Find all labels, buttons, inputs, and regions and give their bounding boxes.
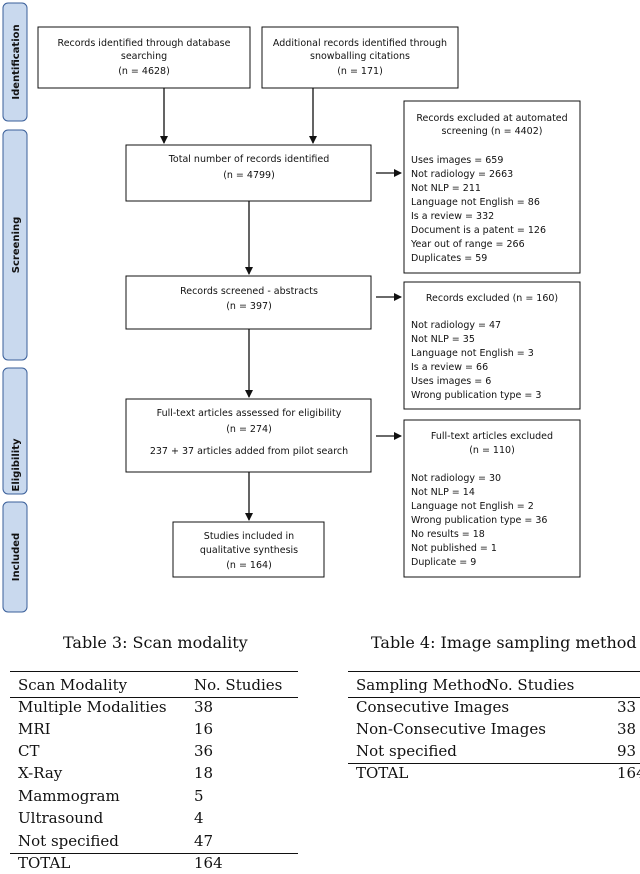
db-search-box — [37, 26, 251, 89]
fulltext-line-1: Full-text articles assessed for eligibil… — [157, 408, 342, 419]
auto-excluded-item: Duplicates = 59 — [411, 253, 487, 264]
table4-total-value: 164 — [617, 764, 640, 782]
table4-row-label: Consecutive Images — [356, 698, 510, 716]
auto-excluded-item: Is a review = 332 — [411, 211, 494, 222]
total-line-1: Total number of records identified — [168, 154, 330, 165]
abstracts-count: (n = 397) — [226, 301, 272, 312]
stage-bar-identification: Identification — [2, 2, 28, 122]
fulltext-excluded-item: Duplicate = 9 — [411, 557, 476, 568]
table3-row-label: Mammogram — [18, 787, 120, 805]
table3-row-label: Multiple Modalities — [18, 698, 167, 716]
table3-row-label: X-Ray — [18, 764, 63, 782]
records-excluded-item: Not NLP = 35 — [411, 334, 475, 345]
table4-row-value: 93 — [617, 742, 637, 760]
stage-label-eligibility: Eligibility — [11, 438, 22, 491]
table4-caption: Table 4: Image sampling method — [371, 633, 637, 652]
table3-row-value: 47 — [194, 832, 214, 850]
table4-row-label: Non-Consecutive Images — [356, 720, 546, 738]
records-excluded-title: Records excluded (n = 160) — [426, 293, 558, 304]
db-search-line-2: searching — [121, 51, 167, 62]
table-rule — [348, 763, 640, 764]
stage-bar-included: Included — [2, 501, 28, 613]
fulltext-excluded-item: No results = 18 — [411, 529, 485, 540]
fulltext-excluded-item: Wrong publication type = 36 — [411, 515, 547, 526]
abstracts-line-1: Records screened - abstracts — [180, 286, 318, 297]
records-excluded-item: Uses images = 6 — [411, 376, 491, 387]
included-line-1: Studies included in — [204, 531, 294, 542]
auto-excluded-title-2: screening (n = 4402) — [442, 126, 543, 137]
db-search-line-1: Records identified through database — [58, 38, 231, 49]
fulltext-box — [125, 398, 372, 473]
table4-row-label: Not specified — [356, 742, 457, 760]
records-excluded-item: Language not English = 3 — [411, 348, 534, 359]
fulltext-excluded-title-2: (n = 110) — [469, 445, 515, 456]
table4-header-count: No. Studies — [486, 676, 575, 694]
table3-row-value: 18 — [194, 764, 214, 782]
snowball-box — [261, 26, 459, 89]
table4-row-value: 38 — [617, 720, 637, 738]
table3-total-value: 164 — [194, 854, 223, 872]
table3-row-value: 16 — [194, 720, 214, 738]
auto-excluded-item: Not radiology = 2663 — [411, 169, 513, 180]
fulltext-excluded-item: Not NLP = 14 — [411, 487, 475, 498]
table3-row-value: 5 — [194, 787, 204, 805]
table3-row-label: CT — [18, 742, 40, 760]
table3-header-modality: Scan Modality — [18, 676, 128, 694]
auto-excluded-item: Document is a patent = 126 — [411, 225, 546, 236]
total-count: (n = 4799) — [223, 170, 275, 181]
stage-label-included: Included — [11, 533, 22, 581]
snowball-line-2: snowballing citations — [310, 51, 410, 62]
table-rule — [10, 671, 298, 672]
records-excluded-box — [403, 281, 581, 410]
stage-bar-screening: Screening — [2, 129, 28, 361]
table3-caption: Table 3: Scan modality — [63, 633, 248, 652]
table-rule — [348, 671, 640, 672]
table4-sampling-method: Sampling Method No. Studies Consecutive … — [348, 665, 640, 782]
table3-header-count: No. Studies — [194, 676, 283, 694]
stage-label-screening: Screening — [11, 217, 22, 273]
fulltext-excluded-box — [403, 419, 581, 578]
db-search-count: (n = 4628) — [118, 66, 170, 77]
stage-label-identification: Identification — [11, 24, 22, 99]
table3-row-value: 36 — [194, 742, 214, 760]
table4-row-value: 33 — [617, 698, 637, 716]
table-rule — [348, 697, 640, 698]
fulltext-excluded-title-1: Full-text articles excluded — [431, 431, 553, 442]
included-box — [172, 521, 325, 578]
fulltext-excluded-item: Not published = 1 — [411, 543, 497, 554]
records-excluded-item: Is a review = 66 — [411, 362, 488, 373]
auto-excluded-title-1: Records excluded at automated — [416, 113, 567, 124]
records-excluded-item: Wrong publication type = 3 — [411, 390, 541, 401]
table3-row-value: 4 — [194, 809, 204, 827]
fulltext-pilot-note: 237 + 37 articles added from pilot searc… — [150, 446, 348, 457]
table3-row-label: Ultrasound — [18, 809, 104, 827]
included-line-2: qualitative synthesis — [200, 545, 298, 556]
table3-row-label: MRI — [18, 720, 51, 738]
auto-excluded-item: Uses images = 659 — [411, 155, 503, 166]
prisma-flow-diagram: Identification Screening Eligibility Inc… — [2, 2, 581, 613]
table3-total-label: TOTAL — [18, 854, 71, 872]
snowball-line-1: Additional records identified through — [273, 38, 447, 49]
included-count: (n = 164) — [226, 560, 272, 571]
auto-excluded-item: Language not English = 86 — [411, 197, 540, 208]
fulltext-excluded-item: Language not English = 2 — [411, 501, 534, 512]
table4-total-label: TOTAL — [356, 764, 409, 782]
stage-bar-eligibility: Eligibility — [2, 367, 28, 495]
table3-row-label: Not specified — [18, 832, 119, 850]
fulltext-count: (n = 274) — [226, 424, 272, 435]
auto-excluded-item: Year out of range = 266 — [410, 239, 525, 250]
table3-scan-modality: Scan Modality No. Studies Multiple Modal… — [10, 665, 298, 872]
auto-excluded-box — [403, 100, 581, 274]
table4-header-method: Sampling Method — [356, 676, 492, 694]
table-rule — [10, 853, 298, 854]
snowball-count: (n = 171) — [337, 66, 383, 77]
total-records-box — [125, 144, 372, 202]
fulltext-excluded-item: Not radiology = 30 — [411, 473, 501, 484]
auto-excluded-item: Not NLP = 211 — [411, 183, 481, 194]
table3-row-value: 38 — [194, 698, 214, 716]
table-rule — [10, 697, 298, 698]
records-excluded-item: Not radiology = 47 — [411, 320, 501, 331]
